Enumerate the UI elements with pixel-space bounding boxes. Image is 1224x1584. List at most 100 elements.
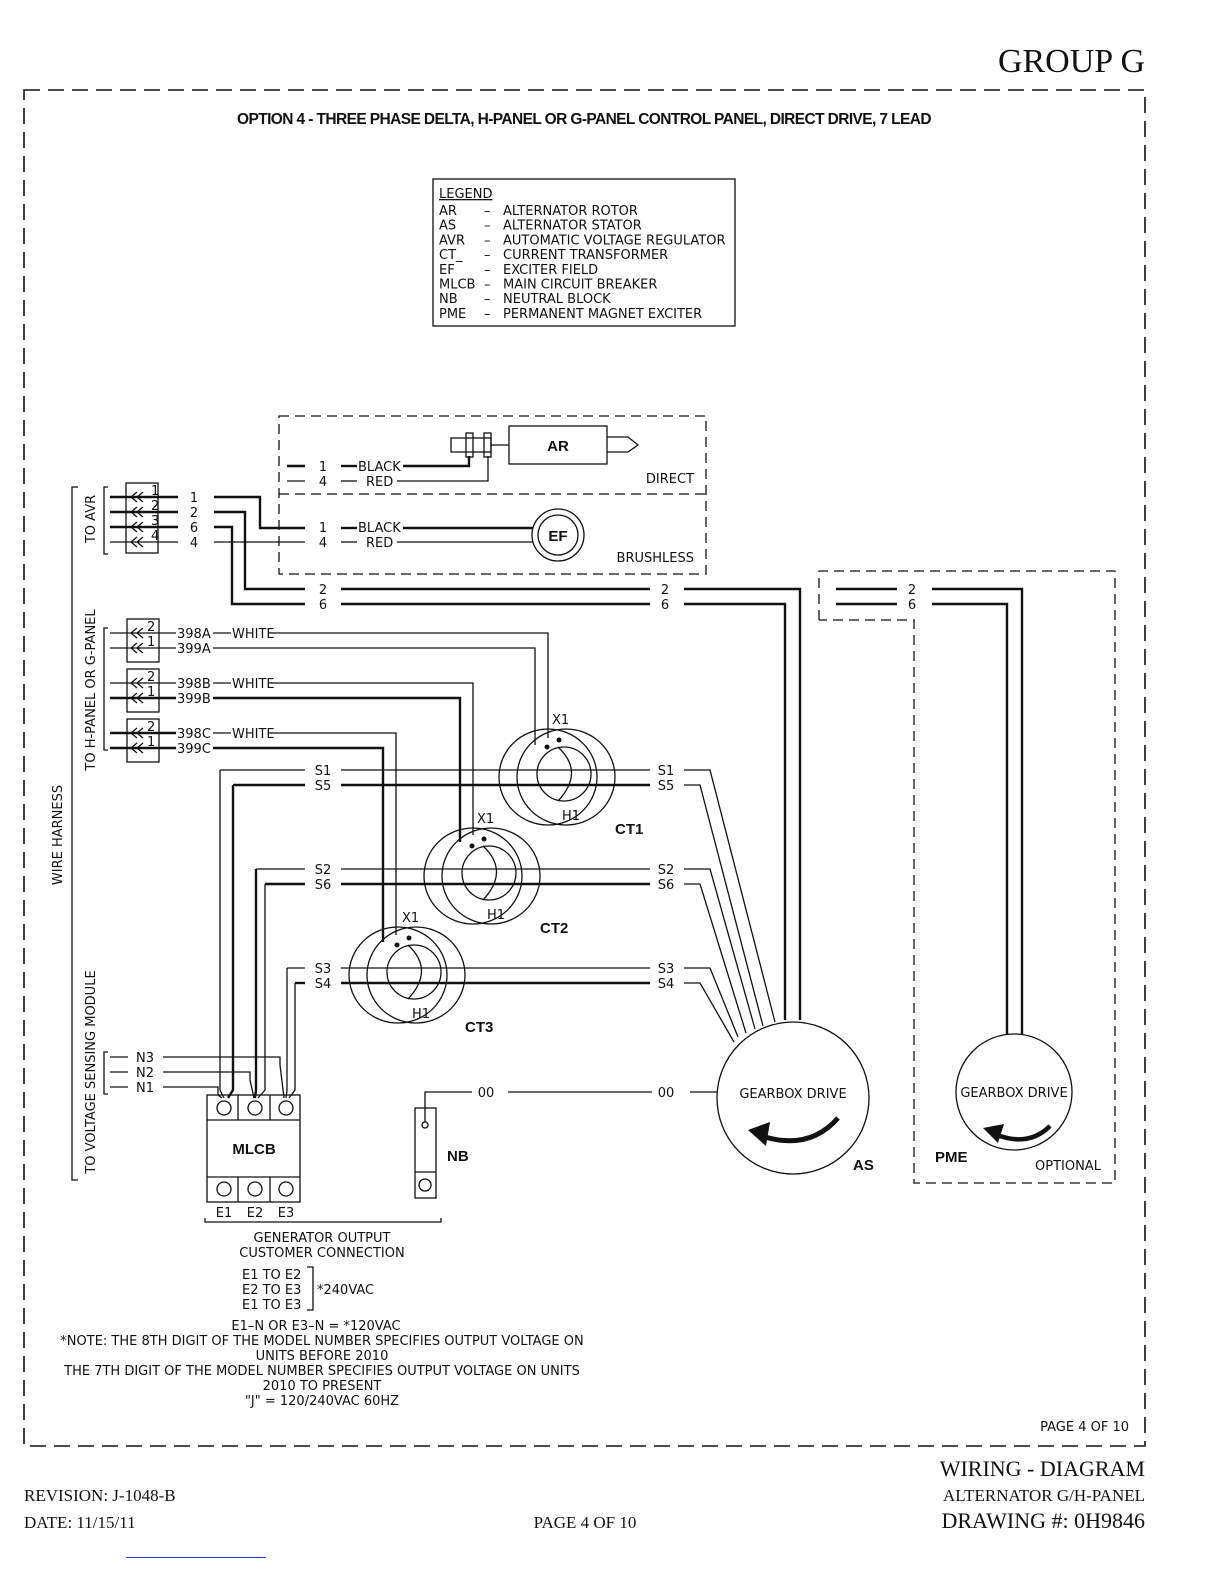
svg-text:2: 2 (147, 670, 155, 685)
svg-text:DRAWING #: 0H9846: DRAWING #: 0H9846 (941, 1508, 1145, 1533)
svg-text:WHITE: WHITE (232, 677, 275, 692)
svg-text:4: 4 (319, 536, 327, 551)
svg-text:CT3: CT3 (465, 1019, 493, 1036)
svg-text:2: 2 (319, 583, 327, 598)
alternator-rotor: AR (450, 425, 640, 465)
svg-text:1: 1 (147, 685, 155, 700)
svg-text:H1: H1 (487, 908, 505, 923)
svg-text:BLACK: BLACK (358, 460, 401, 475)
brushless-label: BRUSHLESS (617, 551, 694, 566)
svg-text:00: 00 (478, 1086, 495, 1101)
legend-item: MLCB–MAIN CIRCUIT BREAKER (439, 278, 657, 293)
svg-text:S3: S3 (658, 962, 675, 977)
svg-text:S1: S1 (315, 764, 332, 779)
legend-item: AVR–AUTOMATIC VOLTAGE REGULATOR (439, 233, 726, 248)
svg-text:1: 1 (319, 521, 327, 536)
legend-item: AR –ALTERNATOR ROTOR (439, 204, 638, 219)
to-avr-label: TO AVR (84, 495, 99, 544)
svg-text:–: – (484, 263, 491, 278)
svg-text:WHITE: WHITE (232, 727, 275, 742)
svg-text:ALTERNATOR STATOR: ALTERNATOR STATOR (503, 219, 642, 234)
svg-text:1: 1 (151, 484, 159, 499)
svg-text:2: 2 (151, 499, 159, 514)
svg-text:399B: 399B (177, 692, 211, 707)
diagram-title: OPTION 4 - THREE PHASE DELTA, H-PANEL OR… (237, 111, 931, 128)
svg-text:398B: 398B (177, 677, 211, 692)
svg-text:S4: S4 (315, 977, 332, 992)
svg-text:PAGE 4 OF 10: PAGE 4 OF 10 (534, 1513, 637, 1532)
svg-text:1: 1 (190, 491, 198, 506)
svg-text:MAIN CIRCUIT BREAKER: MAIN CIRCUIT BREAKER (503, 278, 657, 293)
svg-text:GEARBOX DRIVE: GEARBOX DRIVE (960, 1086, 1067, 1101)
svg-text:X1: X1 (402, 911, 419, 926)
svg-text:MLCB: MLCB (232, 1141, 275, 1158)
svg-text:E1–N OR E3–N = *120VAC: E1–N OR E3–N = *120VAC (231, 1319, 400, 1334)
svg-text:–: – (484, 292, 491, 307)
hyperlink-underline[interactable] (126, 1557, 266, 1558)
svg-text:AR: AR (439, 204, 457, 219)
svg-text:S6: S6 (315, 878, 332, 893)
svg-text:1: 1 (147, 735, 155, 750)
rotor-box: DIRECT BRUSHLESS AR EF 1 BLACK 4 RED 1 (278, 415, 707, 575)
svg-text:CT_: CT_ (439, 248, 463, 263)
ct-connector-b: 2 398B 1 399B WHITE (110, 668, 275, 713)
svg-text:DATE: 11/15/11: DATE: 11/15/11 (24, 1513, 136, 1532)
voltage-sense-wire: N1 (110, 1081, 223, 1099)
svg-text:S1: S1 (658, 764, 675, 779)
svg-text:E3: E3 (278, 1206, 295, 1221)
main-circuit-breaker: MLCB E1 E2 E3 (206, 1094, 301, 1221)
svg-text:REVISION: J-1048-B: REVISION: J-1048-B (24, 1486, 176, 1505)
customer-connection: GENERATOR OUTPUT CUSTOMER CONNECTION E1 … (60, 1231, 583, 1409)
svg-text:2010 TO PRESENT: 2010 TO PRESENT (263, 1379, 382, 1394)
svg-text:WHITE: WHITE (232, 627, 275, 642)
svg-text:GEARBOX DRIVE: GEARBOX DRIVE (739, 1087, 846, 1102)
svg-text:6: 6 (319, 598, 327, 613)
svg-text:399C: 399C (177, 742, 211, 757)
svg-text:4: 4 (190, 536, 198, 551)
legend-item: AS –ALTERNATOR STATOR (439, 219, 642, 234)
to-panel-label: TO H-PANEL OR G-PANEL (84, 609, 99, 772)
svg-text:AUTOMATIC VOLTAGE REGULATOR: AUTOMATIC VOLTAGE REGULATOR (503, 233, 726, 248)
svg-text:EF: EF (439, 263, 455, 278)
as-label: AS (853, 1157, 874, 1174)
svg-text:AS: AS (439, 219, 456, 234)
legend-item: PME–PERMANENT MAGNET EXCITER (439, 307, 702, 322)
svg-text:ALTERNATOR ROTOR: ALTERNATOR ROTOR (503, 204, 638, 219)
neutral-block: 00 00 NB (414, 1086, 717, 1199)
svg-text:GENERATOR OUTPUT: GENERATOR OUTPUT (254, 1231, 391, 1246)
svg-text:CUSTOMER CONNECTION: CUSTOMER CONNECTION (239, 1246, 404, 1261)
ct-secondary-wire: S3 S3 (287, 962, 674, 977)
svg-text:ALTERNATOR G/H-PANEL: ALTERNATOR G/H-PANEL (943, 1486, 1145, 1505)
svg-text:S3: S3 (315, 962, 332, 977)
nb-label: NB (447, 1148, 469, 1165)
svg-text:3: 3 (151, 514, 159, 529)
svg-text:6: 6 (190, 521, 198, 536)
svg-text:THE 7TH DIGIT OF THE MODEL NUM: THE 7TH DIGIT OF THE MODEL NUMBER SPECIF… (63, 1364, 580, 1379)
svg-text:N2: N2 (136, 1066, 154, 1081)
svg-text:PERMANENT MAGNET EXCITER: PERMANENT MAGNET EXCITER (503, 307, 702, 322)
svg-text:–: – (484, 307, 491, 322)
svg-text:BLACK: BLACK (358, 521, 401, 536)
voltage-sense-wire: N3 (110, 1051, 285, 1099)
group-heading: GROUP G (998, 43, 1145, 80)
svg-text:–: – (484, 219, 491, 234)
svg-text:E1 TO E2: E1 TO E2 (242, 1268, 301, 1283)
svg-text:–: – (484, 204, 491, 219)
svg-text:S5: S5 (315, 779, 332, 794)
svg-text:–: – (484, 248, 491, 263)
ct-secondary-wire: S1 S1 (220, 764, 674, 779)
wire-harness-label: WIRE HARNESS (51, 785, 66, 885)
svg-text:S2: S2 (315, 863, 332, 878)
pme-box: 2 6 GEARBOX DRIVE PME OPTIONAL (818, 570, 1116, 1184)
